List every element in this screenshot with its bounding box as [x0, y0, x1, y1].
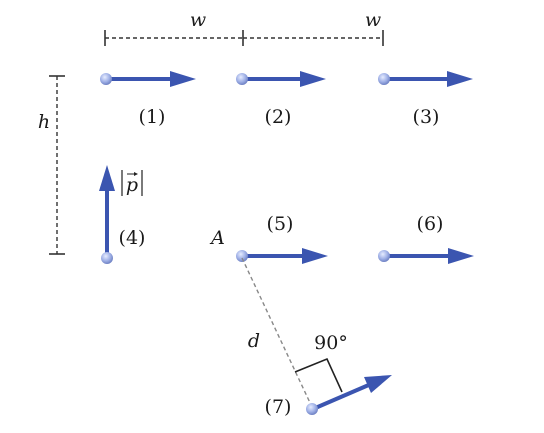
particle-6: [378, 250, 390, 262]
particle-1: [100, 73, 112, 85]
particle-5: [236, 250, 248, 262]
momentum-3: (3): [378, 71, 473, 128]
right-angle-lines: [294, 357, 343, 393]
momentum-2: (2): [236, 71, 326, 128]
momentum-4-arrowhead: [99, 165, 115, 191]
vector-arrow-head-over-p: [134, 172, 138, 176]
momentum-1-label: (1): [139, 106, 166, 128]
momentum-6: (6): [378, 213, 474, 264]
height-dimension: h: [38, 75, 65, 255]
d-label: d: [248, 330, 260, 352]
particle-4: [101, 252, 113, 264]
p-symbol: p: [126, 174, 138, 196]
momentum-6-label: (6): [417, 213, 444, 235]
particle-3: [378, 73, 390, 85]
width-dimension: w w: [104, 9, 384, 46]
angle-label: 90°: [314, 332, 348, 354]
point-a-label: A: [209, 227, 225, 249]
p-magnitude-label: p: [121, 170, 143, 196]
momentum-2-arrowhead: [300, 71, 326, 87]
momentum-3-label: (3): [413, 106, 440, 128]
momentum-6-arrowhead: [448, 248, 474, 264]
momentum-5-label: (5): [267, 213, 294, 235]
h-label: h: [38, 111, 50, 133]
momentum-4-label: (4): [119, 227, 146, 249]
momentum-2-label: (2): [265, 106, 292, 128]
momentum-7-label: (7): [265, 396, 292, 418]
momentum-5: (5) A: [209, 213, 328, 264]
distance-d: d: [241, 257, 313, 408]
particle-7: [306, 403, 318, 415]
right-angle-marker: 90°: [294, 332, 348, 393]
w-label-right: w: [365, 9, 381, 31]
momentum-7-arrowhead: [364, 375, 392, 393]
momentum-1: (1): [100, 71, 196, 128]
momentum-3-arrowhead: [447, 71, 473, 87]
momentum-1-arrowhead: [170, 71, 196, 87]
momentum-4: (4): [99, 165, 145, 264]
w-label-left: w: [190, 9, 206, 31]
momentum-5-arrowhead: [302, 248, 328, 264]
momentum-7: (7): [265, 375, 392, 418]
particle-2: [236, 73, 248, 85]
momentum-7-shaft: [312, 382, 372, 411]
